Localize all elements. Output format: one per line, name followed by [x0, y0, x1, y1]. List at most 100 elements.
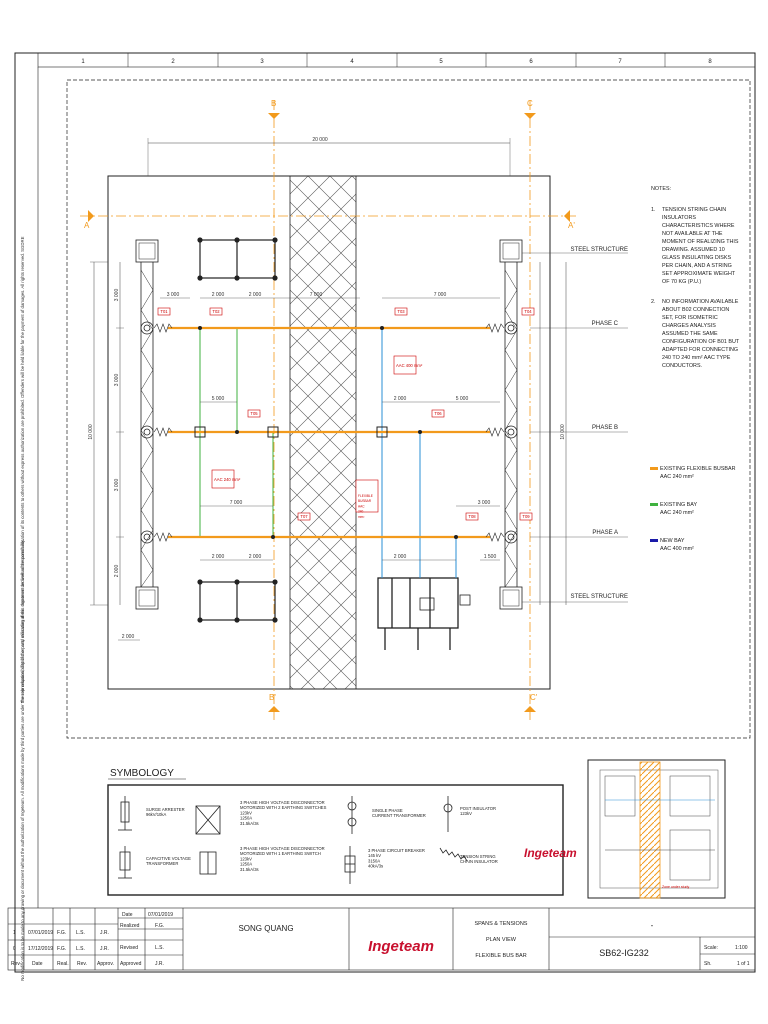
modification-side-note: No modification is to be made to any dra… [20, 539, 25, 981]
legend-label: EXISTING FLEXIBLE BUSBAR [660, 466, 736, 472]
note-1-line: NOT AVAILABLE AT THE [662, 231, 723, 237]
approval-revised-label: Revised [120, 945, 138, 951]
approval-realized-val: F.G. [155, 923, 164, 929]
legend-swatch [650, 467, 658, 470]
header-approv: Approv. [97, 961, 114, 967]
dim-3000-a: 3 000 [167, 292, 180, 298]
note-1-line: DRAWING. ASSUMED 10 [662, 247, 725, 253]
section-a-left: A [84, 221, 90, 230]
symbology-icons [118, 796, 468, 884]
grid-col-2: 2 [171, 59, 175, 65]
dim-5000-a: 5 000 [212, 396, 225, 402]
label-steel-structure-top: STEEL STRUCTURE [571, 247, 628, 253]
legend-sublabel: AAC 240 mm² [660, 510, 694, 516]
key-plan-zone [639, 761, 661, 899]
legend-label: EXISTING BAY [660, 502, 697, 508]
dim-2000-e: 2 000 [249, 554, 262, 560]
symbology-title: SYMBOLOGY [110, 768, 174, 779]
dim-1500: 1 500 [484, 554, 497, 560]
grid-column-labels: 1 2 3 4 5 6 7 8 [81, 53, 712, 67]
note-1-line: CHARACTERISTICS WHERE [662, 223, 735, 229]
rev-row-0-real: F.G. [57, 930, 66, 936]
dim-5000-b: 5 000 [456, 396, 469, 402]
note-2-line: SET, FOR ISOMETRIC [662, 315, 718, 321]
section-c-top: C [527, 99, 533, 108]
approval-revised-val: L.S. [155, 945, 164, 951]
dim-7000-a: 7 000 [310, 292, 323, 298]
title-block [7, 907, 756, 971]
note-1-line: INSULATORS [662, 215, 696, 221]
section-c-bottom: C' [530, 693, 538, 702]
section-a-right: A' [568, 221, 575, 230]
keyplan-caption: Zone under study [662, 885, 689, 889]
callout-aac-240: AAC 240 mm² [214, 477, 241, 482]
legend-swatch [650, 539, 658, 542]
surge-arrester-icon [118, 796, 132, 831]
dim-2000-b: 2 000 [249, 292, 262, 298]
disconnector-2es-icon [195, 805, 221, 835]
dim-2000-c: 2 000 [394, 396, 407, 402]
tag-4: T04 [524, 309, 532, 314]
approval-realized-label: Realized [120, 923, 140, 929]
legend-swatch [650, 503, 658, 506]
tag-2: T02 [212, 309, 220, 314]
grid-col-7: 7 [618, 59, 622, 65]
note-1-line: PER CHAIN, AND A STRING [662, 263, 732, 269]
dim-overall-width: 20 000 [312, 137, 328, 143]
key-plan: Ingeteam Zone under study [524, 759, 726, 899]
grid-header [37, 52, 756, 68]
callout-aac-400: AAC 400 mm² [396, 363, 423, 368]
dim-overall-height-left: 10 000 [88, 424, 94, 440]
tag-6: T06 [434, 411, 442, 416]
approval-date-val: 07/01/2019 [148, 912, 173, 918]
rev-row-1-approv: J.R. [100, 946, 109, 952]
horizontal-dimensions [118, 297, 500, 641]
disconnector-1es-icon [199, 851, 217, 875]
flexible-busbars [168, 326, 490, 539]
capacitive-transformer-icon [118, 846, 132, 879]
dim-left-3000-b: 3 000 [114, 374, 120, 387]
new-bay-equipment [377, 577, 471, 650]
connection-points [194, 326, 458, 539]
tag-9: T09 [522, 514, 530, 519]
dim-left-3000-c: 3 000 [114, 479, 120, 492]
label-steel-structure-bottom: STEEL STRUCTURE [571, 594, 628, 600]
grid-col-8: 8 [708, 59, 712, 65]
tension-string-icon [439, 847, 468, 862]
rev-row-1-real: F.G. [57, 946, 66, 952]
insulator-chains [153, 323, 505, 542]
notes-block: NOTES: 1.TENSION STRING CHAININSULATORSC… [651, 186, 740, 369]
rev-row-0-date: 07/01/2019 [28, 930, 53, 936]
tag-7: T07 [300, 514, 308, 519]
note-2-line: ABOUT B02 CONNECTION [662, 307, 729, 313]
dim-2000-g: 2 000 [122, 634, 135, 640]
header-rev: Rev [11, 961, 20, 967]
circuit-breaker-icon [344, 846, 356, 884]
approval-approved-val: J.R. [155, 961, 164, 967]
dim-left-3000-a: 3 000 [114, 289, 120, 302]
rev-row-0-rev: 1 [13, 930, 16, 936]
sheet-value: 1 of 1 [737, 961, 750, 967]
grid-col-4: 4 [350, 59, 354, 65]
steel-structure-right [499, 239, 523, 610]
tag-8: T08 [468, 514, 476, 519]
label-phase-c: PHASE C [592, 321, 619, 327]
scale-value: 1:100 [735, 945, 748, 951]
title-block-text: 1 07/01/2019 F.G. L.S. J.R. 0 17/12/2019… [11, 912, 750, 967]
label-phase-a: PHASE A [592, 530, 618, 536]
dim-7000-c: 7 000 [230, 500, 243, 506]
note-2-line: ADAPTED FOR CONNECTING [662, 347, 738, 353]
grid-col-3: 3 [260, 59, 264, 65]
title-line-3: FLEXIBLE BUS BAR [475, 953, 526, 959]
title-line-1: SPANS & TENSIONS [475, 921, 528, 927]
note-1-line: MOMENT OF REALIZING THIS [662, 239, 739, 245]
